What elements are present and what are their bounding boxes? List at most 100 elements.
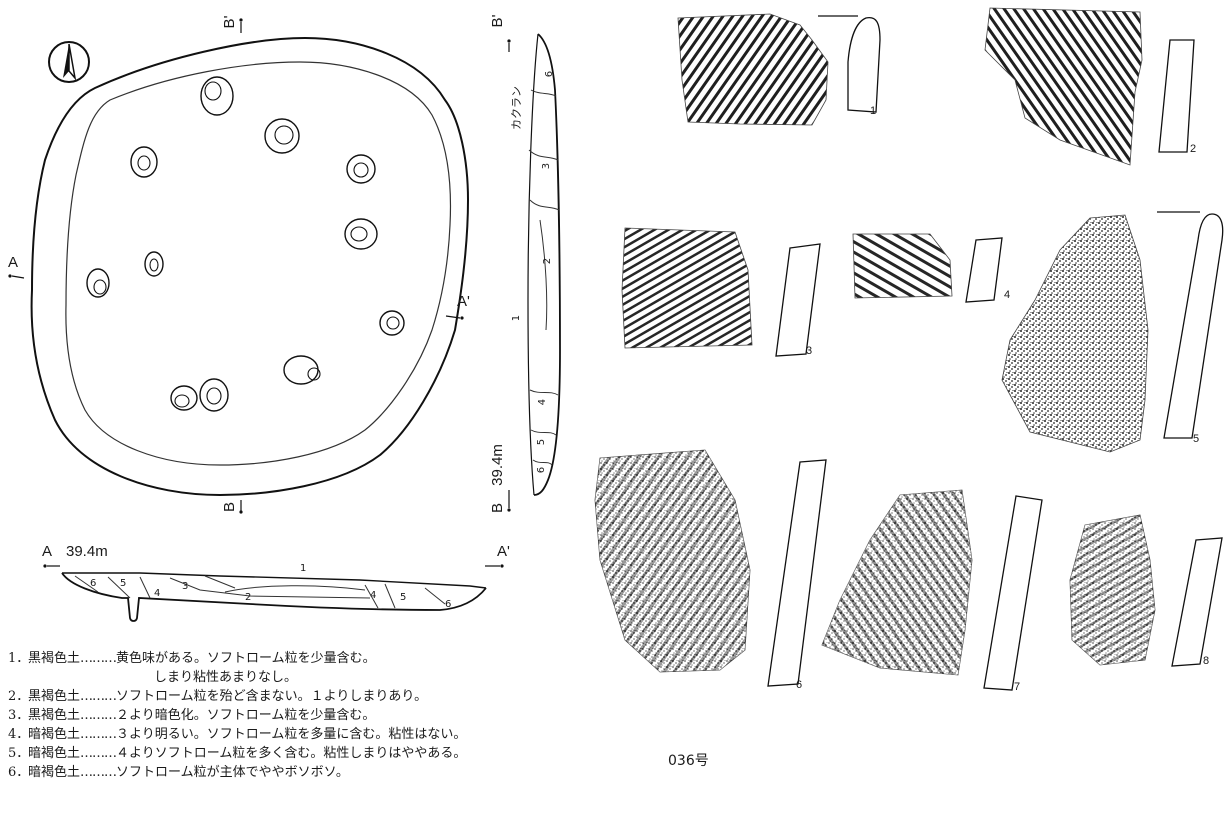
- legend-number: 4．: [8, 727, 30, 742]
- sherd-2: 2: [984, 7, 1196, 166]
- layer-label: 3: [182, 581, 188, 592]
- pit-plan-view: B' B A A': [8, 15, 470, 514]
- sherd-7: 7: [821, 489, 1043, 693]
- sherd-number: 3: [806, 345, 812, 357]
- legend-leader: ………: [80, 689, 117, 704]
- layer-label: 5: [536, 439, 547, 445]
- legend-leader: ………: [80, 708, 117, 723]
- posthole: [86, 268, 110, 298]
- label-b-prime-section: B': [489, 14, 506, 27]
- disturbance-label: カクラン: [510, 86, 523, 130]
- layer-label: 6: [445, 599, 451, 610]
- label-a-plan: A: [8, 254, 18, 271]
- section-marker-b-top: B': [221, 15, 243, 33]
- sherd-4: 4: [852, 233, 1010, 303]
- legend-soil: 暗褐色土: [28, 727, 81, 742]
- label-a-prime-section: A': [497, 543, 510, 560]
- layer-label: 5: [400, 592, 406, 603]
- sherd-number: 4: [1004, 289, 1010, 301]
- label-a-prime-plan: A': [457, 293, 470, 310]
- pit-floor-outline: [65, 61, 452, 466]
- section-marker-b-bottom: B: [221, 500, 243, 514]
- layer-label: 6: [544, 71, 555, 77]
- sherd-6: 6: [594, 449, 827, 691]
- layer-label: 4: [370, 590, 376, 601]
- legend-number: 1．: [8, 651, 30, 666]
- sherd-number: 8: [1203, 655, 1209, 667]
- sherd-profile: [965, 237, 1003, 303]
- sherd-profile: [775, 243, 821, 357]
- layer-label: 4: [537, 399, 548, 405]
- layer-label: 6: [90, 578, 96, 589]
- legend-row: 3． 黒褐色土 ……… ２より暗色化。ソフトローム粒を少量含む。: [8, 706, 648, 725]
- legend-description: ３より明るい。ソフトローム粒を多量に含む。粘性はない。: [116, 727, 467, 742]
- sherd-1: 1: [677, 13, 881, 126]
- legend-description: ソフトローム粒を殆ど含まない。１よりしまりあり。: [116, 689, 428, 704]
- legend-number: 2．: [8, 689, 30, 704]
- posthole: [144, 251, 164, 277]
- north-arrow-icon: [48, 41, 90, 83]
- layer-label: 1: [511, 315, 522, 321]
- sherd-number: 1: [870, 105, 876, 117]
- legend-description: ４よりソフトローム粒を多く含む。粘性しまりはややある。: [116, 746, 467, 761]
- sherd-rubbing-marks: [595, 450, 750, 672]
- legend-row: 4． 暗褐色土 ……… ３より明るい。ソフトローム粒を多量に含む。粘性はない。: [8, 725, 648, 744]
- legend-description-cont: しまり粘性あまりなし。: [154, 670, 298, 685]
- legend-soil: 黒褐色土: [28, 708, 81, 723]
- legend-number: 3．: [8, 708, 30, 723]
- layer-label: 4: [154, 588, 160, 599]
- layer-label: 6: [536, 467, 547, 473]
- legend-row: 1． 黒褐色土 ……… 黄色味がある。ソフトローム粒を少量含む。: [8, 649, 648, 668]
- legend-number: 6．: [8, 765, 30, 780]
- label-a-section: A: [42, 543, 52, 560]
- sherd-number: 7: [1014, 681, 1020, 693]
- sherd-rubbing: [1001, 214, 1149, 453]
- site-number: 036号: [668, 753, 709, 769]
- sherd-profile: [983, 495, 1043, 691]
- sherd-profile: [1171, 537, 1223, 667]
- soil-layer-legend: 1． 黒褐色土 ……… 黄色味がある。ソフトローム粒を少量含む。 しまり粘性あま…: [8, 649, 648, 782]
- legend-soil: 黒褐色土: [28, 651, 81, 666]
- posthole: [283, 355, 321, 385]
- posthole: [346, 154, 376, 184]
- sherd-rubbing: [984, 7, 1143, 166]
- legend-row: 6． 暗褐色土 ……… ソフトローム粒が主体でややボソボソ。: [8, 763, 648, 782]
- legend-row: 5． 暗褐色土 ……… ４よりソフトローム粒を多く含む。粘性しまりはややある。: [8, 744, 648, 763]
- label-b-bottom: B: [221, 502, 238, 512]
- sherd-rubbing-marks: [1070, 515, 1155, 665]
- sherd-8: 8: [1069, 514, 1223, 667]
- pit-outer-outline: [30, 36, 470, 497]
- legend-description: ２より暗色化。ソフトローム粒を少量含む。: [116, 708, 376, 723]
- sherd-profile: [1163, 213, 1224, 439]
- section-marker-a-right: A': [445, 293, 470, 320]
- legend-description: 黄色味がある。ソフトローム粒を少量含む。: [116, 651, 376, 666]
- sherd-number: 5: [1193, 433, 1199, 445]
- section-b-b: B' 6 3 2 1 4 5 6 カクラン B 39.4m: [489, 14, 561, 513]
- legend-leader: ………: [80, 746, 117, 761]
- layer-label: 5: [120, 578, 126, 589]
- layer-label: 3: [541, 163, 552, 169]
- elevation-label-a: 39.4m: [66, 543, 108, 560]
- legend-soil: 暗褐色土: [28, 765, 81, 780]
- label-b-section: B: [489, 503, 506, 513]
- layer-label: 2: [245, 592, 251, 603]
- legend-leader: ………: [80, 651, 117, 666]
- sherd-profile: [847, 16, 881, 113]
- sherd-number: 6: [796, 679, 802, 691]
- legend-leader: ………: [80, 765, 117, 780]
- layer-label: 2: [542, 258, 553, 264]
- legend-description: ソフトローム粒が主体でややボソボソ。: [116, 765, 349, 780]
- section-marker-a-left: A: [8, 254, 25, 279]
- label-b-prime-top: B': [221, 15, 238, 28]
- elevation-label-b: 39.4m: [489, 444, 506, 486]
- posthole: [344, 218, 378, 250]
- sherd-rubbing: [621, 227, 753, 349]
- legend-soil: 暗褐色土: [28, 746, 81, 761]
- sherd-5: 5: [1001, 211, 1224, 453]
- sherd-profile: [1158, 39, 1195, 153]
- posthole: [379, 310, 405, 336]
- sherd-number: 2: [1190, 143, 1196, 155]
- posthole: [264, 118, 300, 154]
- legend-number: 5．: [8, 746, 30, 761]
- legend-row: 2． 黒褐色土 ……… ソフトローム粒を殆ど含まない。１よりしまりあり。: [8, 687, 648, 706]
